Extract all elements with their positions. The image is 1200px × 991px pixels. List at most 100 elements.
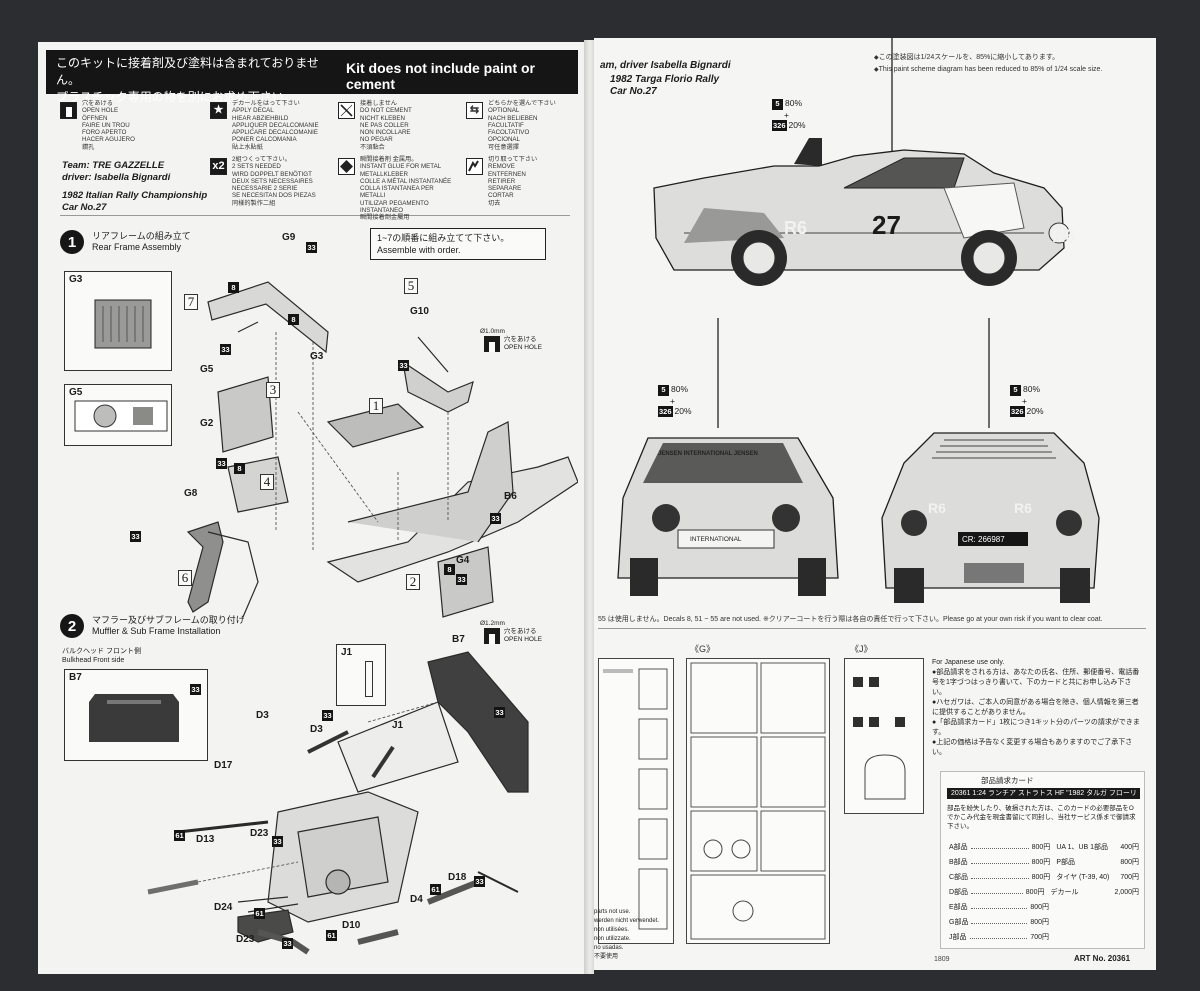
car-front-view xyxy=(617,318,839,596)
sprue-diagram-j xyxy=(844,658,924,814)
car-number: Car No.27 xyxy=(62,202,107,213)
color-code-badge: 33 xyxy=(282,938,293,949)
championship-name: 1982 Italian Rally Championship xyxy=(62,190,208,201)
scale-note: ◆この塗装図は1/24スケールを、85%に縮小してあります。 ◆This pai… xyxy=(874,54,1103,73)
step-title-en: Rear Frame Assembly xyxy=(92,242,182,252)
car-rear-view xyxy=(881,318,1100,603)
legend-open-hole: 穴をあける OPEN HOLE ÖFFNEN FAIRE UN TROU FOR… xyxy=(60,100,180,151)
color-code-badge: 33 xyxy=(490,513,501,524)
sequence-marker: 6 xyxy=(178,570,192,586)
open-hole-icon xyxy=(484,628,500,644)
optional-arrows-icon: ⇆ xyxy=(466,102,483,119)
card-product-name: 20361 1:24 ランチア ストラトス HF "1982 タルガ フローリオ… xyxy=(947,788,1140,808)
windscreen-banner: JENSEN INTERNATIONAL JENSEN xyxy=(658,451,758,457)
legend-instant-glue: 瞬間接着剤 金属用。 INSTANT GLUE FOR METAL METALL… xyxy=(338,156,458,222)
color-code-badge: 33 xyxy=(220,344,231,355)
sponsor-logo: R6 xyxy=(928,500,946,516)
open-hole-icon xyxy=(60,102,77,119)
part-label: G8 xyxy=(184,488,198,499)
part-label: D10 xyxy=(342,920,361,931)
step-2-header: 2 マフラー及びサブフレームの取り付け Muffler & Sub Frame … xyxy=(60,614,245,638)
part-label: D18 xyxy=(448,872,467,883)
sprue-g-label: 《G》 xyxy=(690,644,716,654)
part-label: G4 xyxy=(456,555,470,566)
color-code-badge: 8 xyxy=(288,314,299,325)
no-cement-icon xyxy=(338,102,355,119)
car-side-view xyxy=(653,38,1070,286)
sponsor-logo: R6 xyxy=(1052,226,1076,246)
car-number: Car No.27 xyxy=(610,86,657,97)
inset-b7: B7 xyxy=(64,669,208,761)
paint-cement-notice: このキットに接着剤及び塗料は含まれておりません。 プラスチック専用の物を別にお求… xyxy=(46,50,578,104)
color-code-badge: 8 xyxy=(444,564,455,575)
unused-parts-note: parts not use. werden nicht verwendet. n… xyxy=(594,909,660,960)
inset-g5: G5 xyxy=(64,384,172,446)
part-label: G3 xyxy=(310,351,324,362)
card-title: 部品請求カード xyxy=(981,776,1034,785)
sprue-j-label: 《J》 xyxy=(850,644,873,654)
color-code-badge: 33 xyxy=(306,242,317,253)
part-label: B6 xyxy=(504,491,517,502)
card-description: 部品を紛失したり、破損された方は、このカードの必要部品をOでかこみ代金を現金書留… xyxy=(947,805,1136,830)
part-label: D13 xyxy=(196,834,215,845)
parts-order-card[interactable]: 部品請求カード 20361 1:24 ランチア ストラトス HF "1982 タ… xyxy=(940,771,1145,949)
bulkhead-note: バルクヘッド フロント側 Bulkhead Front side xyxy=(62,648,141,664)
instant-glue-icon xyxy=(338,158,355,175)
step-title-jp: リアフレームの組み立て xyxy=(92,231,191,241)
sequence-marker: 7 xyxy=(184,294,198,310)
legend-optional: ⇆ どちらかを選んで下さい OPTIONAL NACH BELIEBEN FAC… xyxy=(466,100,584,151)
hole-size: Ø1.2mm xyxy=(480,620,505,627)
color-code-badge: 33 xyxy=(272,836,283,847)
part-label: D4 xyxy=(410,894,423,905)
rear-frame-exploded-diagram xyxy=(186,281,578,618)
rear-license-plate: CR: 266987 xyxy=(962,535,1005,544)
color-code-badge: 61 xyxy=(254,908,265,919)
inset-j1: J1 xyxy=(336,644,386,706)
part-label: B7 xyxy=(452,634,465,645)
sponsor-logo: R6 xyxy=(784,218,808,238)
color-code-badge: 33 xyxy=(130,531,141,542)
part-label: D3 xyxy=(310,724,323,735)
parts-order-info: For Japanese use only. ●部品請求をされる方は、あなたの氏… xyxy=(932,658,1144,758)
sequence-marker: 3 xyxy=(266,382,280,398)
step-1-header: 1 リアフレームの組み立て Rear Frame Assembly xyxy=(60,230,191,254)
art-number: ART No. 20361 xyxy=(1074,954,1131,963)
notice-japanese: このキットに接着剤及び塗料は含まれておりません。 プラスチック専用の物を別にお求… xyxy=(56,56,319,104)
door-number: 27 xyxy=(872,210,901,240)
part-label: J1 xyxy=(392,720,404,731)
header-driver: am, driver Isabella Bignardi xyxy=(600,60,731,71)
legend-two-sets: x2 2組つくって下さい。 2 SETS NEEDED WIRD DOPPELT… xyxy=(210,156,330,207)
sequence-marker: 5 xyxy=(404,278,418,294)
sponsor-logo: R6 xyxy=(1014,500,1032,516)
color-code-badge: 33 xyxy=(456,574,467,585)
color-code-badge: 61 xyxy=(326,930,337,941)
hole-size: Ø1.0mm xyxy=(480,328,505,335)
step-title-jp: マフラー及びサブフレームの取り付け xyxy=(92,615,245,625)
part-g3-illustration xyxy=(94,299,152,349)
part-label: D24 xyxy=(214,902,233,913)
muffler-exploded-diagram xyxy=(147,651,529,955)
japan-only-note: For Japanese use only. xyxy=(932,659,1005,666)
part-label: G9 xyxy=(282,232,296,243)
instruction-page-left: このキットに接着剤及び塗料は含まれておりません。 プラスチック専用の物を別にお求… xyxy=(38,42,584,974)
color-code-badge: 33 xyxy=(398,360,409,371)
make-two-icon: x2 xyxy=(210,158,227,175)
front-plate-text: INTERNATIONAL xyxy=(690,536,742,543)
bulkhead-illustration xyxy=(89,694,179,742)
event-name: 1982 Targa Florio Rally xyxy=(610,74,720,85)
color-code-badge: 33 xyxy=(474,876,485,887)
color-code-badge: 33 xyxy=(216,458,227,469)
part-g5-illustration xyxy=(74,400,168,432)
sequence-marker: 4 xyxy=(260,474,274,490)
legend-no-cement: 接着しません DO NOT CEMENT NICHT KLEBEN NE PAS… xyxy=(338,100,458,151)
